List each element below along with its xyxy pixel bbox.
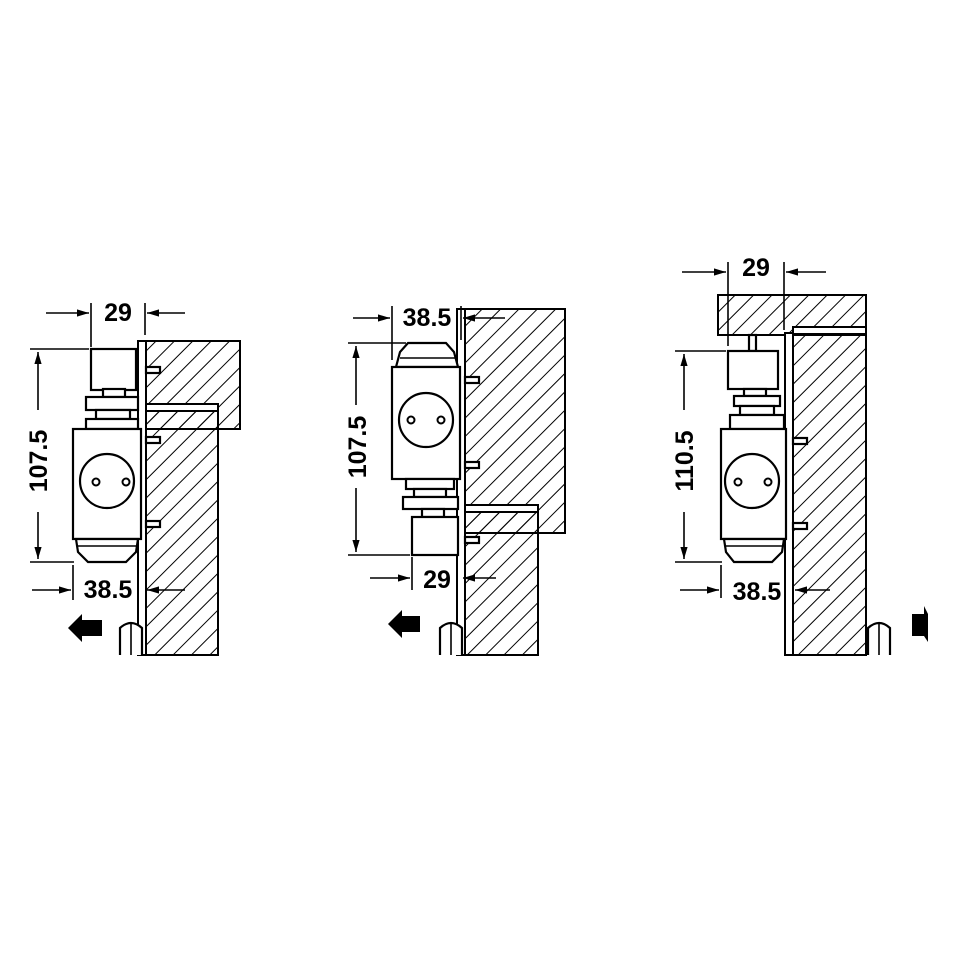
dimension-top-width: 38.5 bbox=[353, 304, 505, 360]
door-leaf-section bbox=[792, 326, 867, 656]
screw bbox=[144, 519, 162, 529]
dimension-bottom-width: 38.5 bbox=[32, 565, 185, 604]
dimension-label: 38.5 bbox=[84, 576, 133, 604]
mounting-plate bbox=[456, 308, 466, 656]
figure-right: 29 110.5 38.5 bbox=[671, 254, 928, 656]
frame-section bbox=[464, 308, 566, 534]
dimension-label: 29 bbox=[423, 566, 451, 594]
dimension-label: 107.5 bbox=[25, 430, 53, 493]
figure-left: 29 107.5 38.5 bbox=[25, 299, 241, 656]
dimension-height: 107.5 bbox=[25, 348, 89, 563]
dimension-label: 38.5 bbox=[733, 578, 782, 606]
screw bbox=[144, 435, 162, 445]
screw bbox=[463, 460, 481, 470]
arrow-left-icon bbox=[388, 610, 420, 638]
door-leaf-section bbox=[464, 504, 539, 656]
valve-dial bbox=[397, 391, 455, 449]
dimension-label: 29 bbox=[104, 299, 132, 327]
door-closer-body bbox=[390, 341, 462, 557]
screw bbox=[463, 375, 481, 385]
valve-dial bbox=[723, 452, 781, 510]
dimension-label: 38.5 bbox=[403, 304, 452, 332]
door-closer-body bbox=[719, 333, 788, 564]
dimension-top-width: 29 bbox=[682, 254, 826, 346]
figure-middle: 38.5 107.5 29 bbox=[344, 304, 566, 656]
dimension-label: 110.5 bbox=[671, 430, 699, 491]
dimension-height: 110.5 bbox=[671, 350, 726, 563]
door-leaf-section bbox=[144, 403, 219, 656]
dimension-bottom-width: 29 bbox=[370, 557, 496, 594]
valve-dial bbox=[78, 452, 136, 510]
screw bbox=[791, 521, 809, 531]
screw bbox=[463, 535, 481, 545]
dimension-bottom-width: 38.5 bbox=[680, 565, 830, 606]
arrow-left-icon bbox=[68, 614, 102, 642]
arrow-right-icon bbox=[912, 606, 928, 642]
dimension-label: 107.5 bbox=[344, 416, 372, 479]
dimension-label: 29 bbox=[742, 254, 770, 282]
dimension-height: 107.5 bbox=[344, 342, 410, 556]
screw bbox=[144, 365, 162, 375]
dimension-top-width: 29 bbox=[46, 299, 185, 347]
door-closer-body bbox=[71, 347, 143, 564]
screw bbox=[791, 436, 809, 446]
